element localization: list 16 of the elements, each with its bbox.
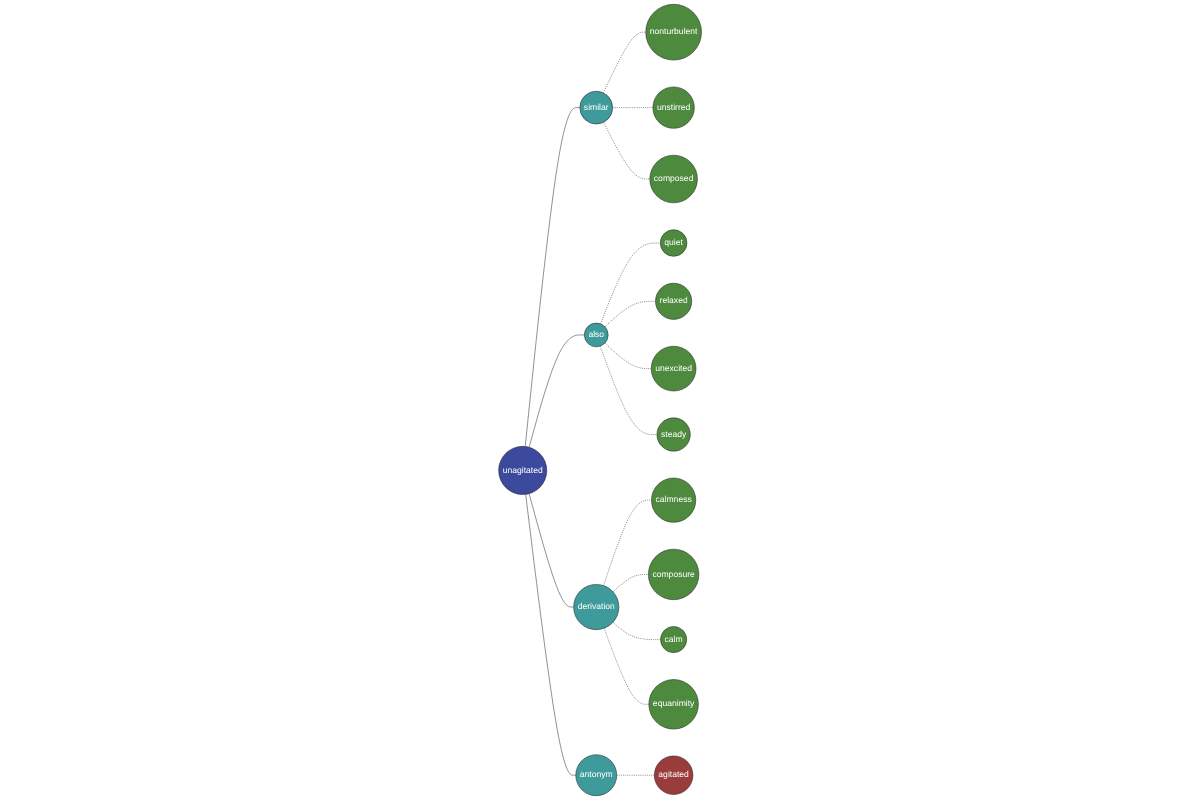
connector <box>603 499 652 586</box>
connector <box>525 494 576 776</box>
connector <box>616 774 655 776</box>
connector <box>603 122 650 180</box>
connector <box>603 627 649 705</box>
connector <box>524 107 580 447</box>
connector <box>612 621 661 640</box>
connector <box>599 345 658 435</box>
connector <box>603 31 646 94</box>
connector <box>604 342 652 369</box>
connector <box>612 107 654 108</box>
connector <box>612 574 649 593</box>
connector <box>528 334 585 448</box>
connector <box>600 242 661 325</box>
connector <box>528 493 574 608</box>
connector <box>604 301 656 328</box>
